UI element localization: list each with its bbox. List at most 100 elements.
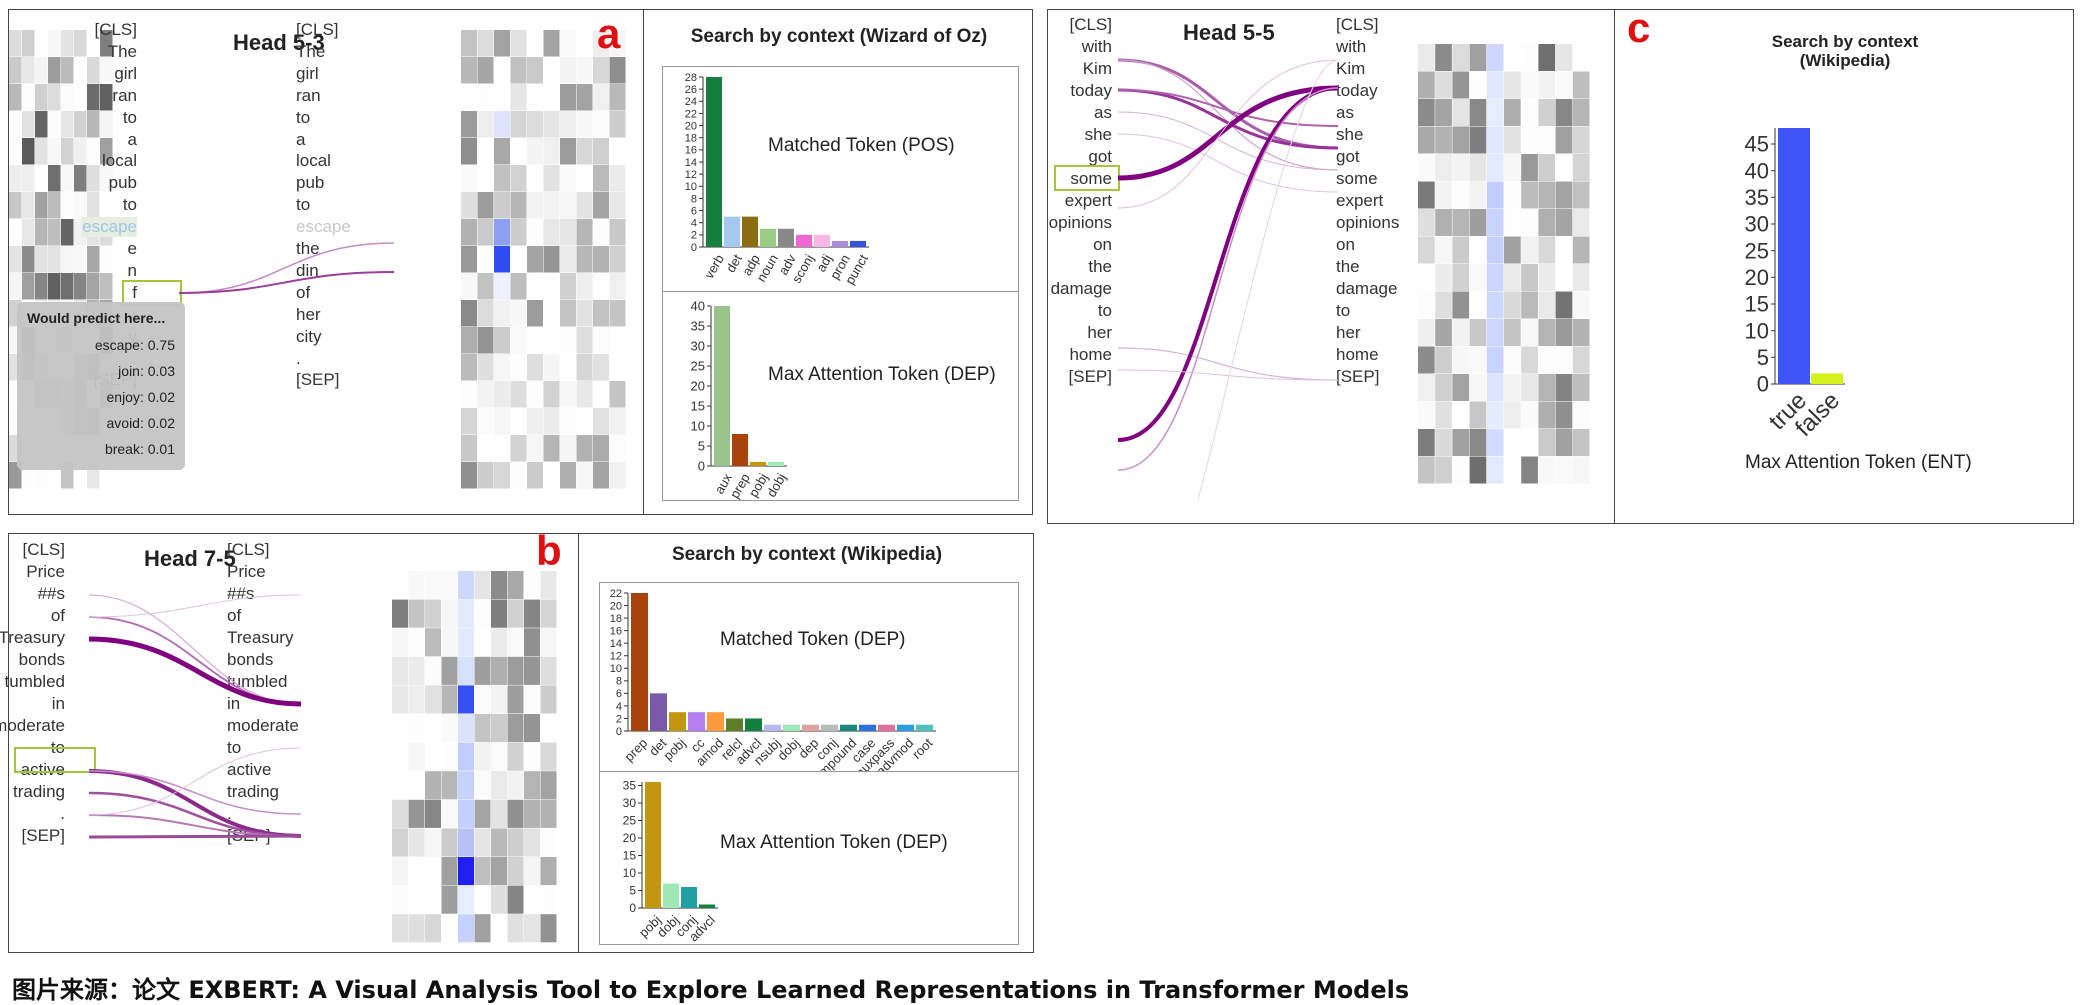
token[interactable]: to xyxy=(1097,301,1112,320)
token[interactable]: got xyxy=(1336,147,1360,166)
bar-pobj[interactable] xyxy=(645,782,661,908)
token[interactable]: f xyxy=(132,282,137,302)
token[interactable]: the xyxy=(1088,257,1112,276)
token[interactable]: [CLS] xyxy=(94,20,137,39)
token[interactable]: to xyxy=(122,107,137,127)
bar-pobj[interactable] xyxy=(750,462,766,466)
token[interactable]: . xyxy=(227,804,232,823)
token[interactable]: she xyxy=(1084,125,1112,144)
token[interactable]: Treasury xyxy=(227,628,294,647)
token[interactable]: tumbled xyxy=(227,672,288,691)
token[interactable]: tumbled xyxy=(4,672,65,691)
bar-dobj[interactable] xyxy=(663,883,679,909)
token[interactable]: [CLS] xyxy=(1336,15,1379,34)
token[interactable]: . xyxy=(60,804,65,823)
token[interactable]: as xyxy=(1336,103,1354,122)
bar-auxpass[interactable] xyxy=(878,724,895,731)
bar-dep[interactable] xyxy=(802,724,819,731)
token[interactable]: girl xyxy=(114,63,137,83)
token[interactable]: [SEP] xyxy=(296,370,340,390)
bar-advcl[interactable] xyxy=(699,904,715,909)
token[interactable]: n xyxy=(127,260,137,280)
token[interactable]: with xyxy=(1081,37,1112,56)
token[interactable]: in xyxy=(227,694,241,713)
token[interactable]: a xyxy=(296,129,306,149)
bar-noun[interactable] xyxy=(760,228,776,247)
token[interactable]: with xyxy=(1336,37,1367,56)
bar-sconj[interactable] xyxy=(796,234,812,247)
token[interactable]: Price xyxy=(26,562,65,581)
token[interactable]: local xyxy=(102,151,137,171)
bar-compound[interactable] xyxy=(840,724,857,731)
token[interactable]: today xyxy=(1070,81,1112,100)
bar-root[interactable] xyxy=(916,724,933,731)
token[interactable]: active xyxy=(20,760,65,779)
bar-prep[interactable] xyxy=(732,434,748,466)
token[interactable]: her xyxy=(296,304,321,324)
token[interactable]: opinions xyxy=(1336,213,1400,232)
token[interactable]: city xyxy=(296,326,322,346)
token[interactable]: on xyxy=(1336,235,1355,254)
token[interactable]: [SEP] xyxy=(1336,367,1380,386)
bar-adv[interactable] xyxy=(778,228,794,247)
token[interactable]: of xyxy=(227,606,242,625)
token[interactable]: her xyxy=(1087,323,1112,342)
token[interactable]: Treasury xyxy=(0,628,65,647)
token[interactable]: ran xyxy=(296,85,321,105)
bar-conj[interactable] xyxy=(681,887,697,908)
bar-adp[interactable] xyxy=(742,216,758,247)
bar-dobj[interactable] xyxy=(768,462,784,466)
token[interactable]: pub xyxy=(296,173,325,193)
token[interactable]: girl xyxy=(296,63,319,83)
token[interactable]: e xyxy=(127,239,137,258)
bar-conj[interactable] xyxy=(821,724,838,731)
token[interactable]: escape xyxy=(296,217,351,237)
token[interactable]: got xyxy=(1088,147,1112,166)
token[interactable]: [CLS] xyxy=(22,540,65,559)
token[interactable]: to xyxy=(122,195,137,215)
token[interactable]: din xyxy=(296,260,319,280)
token[interactable]: of xyxy=(296,282,311,302)
bar-dobj[interactable] xyxy=(783,724,800,731)
token[interactable]: [CLS] xyxy=(296,20,339,39)
token[interactable]: the xyxy=(1336,257,1360,276)
bar-cc[interactable] xyxy=(688,712,705,731)
token[interactable]: today xyxy=(1336,81,1378,100)
bar-det[interactable] xyxy=(650,693,667,731)
token[interactable]: her xyxy=(1336,323,1361,342)
token[interactable]: on xyxy=(1093,235,1112,254)
bar-adj[interactable] xyxy=(814,234,830,247)
token[interactable]: The xyxy=(296,41,326,61)
bar-advmod[interactable] xyxy=(897,724,914,731)
bar-advcl[interactable] xyxy=(745,718,762,731)
token[interactable]: home xyxy=(1069,345,1112,364)
token[interactable]: The xyxy=(107,41,137,61)
token[interactable]: active xyxy=(227,760,272,779)
token[interactable]: in xyxy=(51,694,65,713)
token[interactable]: damage xyxy=(1050,279,1112,298)
token[interactable]: expert xyxy=(1064,191,1112,210)
bar-det[interactable] xyxy=(724,216,740,247)
bar-nsubj[interactable] xyxy=(764,724,781,731)
bar-punct[interactable] xyxy=(850,240,866,247)
token[interactable]: to xyxy=(1336,301,1351,320)
bar-prep[interactable] xyxy=(631,593,648,731)
token[interactable]: Kim xyxy=(1336,59,1366,78)
bar-amod[interactable] xyxy=(707,712,724,731)
token[interactable]: trading xyxy=(13,782,65,801)
token[interactable]: ##s xyxy=(37,584,65,603)
token[interactable]: trading xyxy=(227,782,279,801)
bar-pobj[interactable] xyxy=(669,712,686,731)
token[interactable]: pub xyxy=(108,173,137,193)
bar-aux[interactable] xyxy=(714,306,730,466)
token[interactable]: Price xyxy=(227,562,266,581)
bar-true[interactable] xyxy=(1778,128,1810,384)
token[interactable]: damage xyxy=(1336,279,1398,298)
token[interactable]: Kim xyxy=(1082,59,1112,78)
bar-pron[interactable] xyxy=(832,240,848,247)
token[interactable]: local xyxy=(296,151,331,171)
token[interactable]: bonds xyxy=(18,650,65,669)
token[interactable]: of xyxy=(50,606,65,625)
token[interactable]: [SEP] xyxy=(21,826,65,845)
token[interactable]: a xyxy=(127,129,137,149)
